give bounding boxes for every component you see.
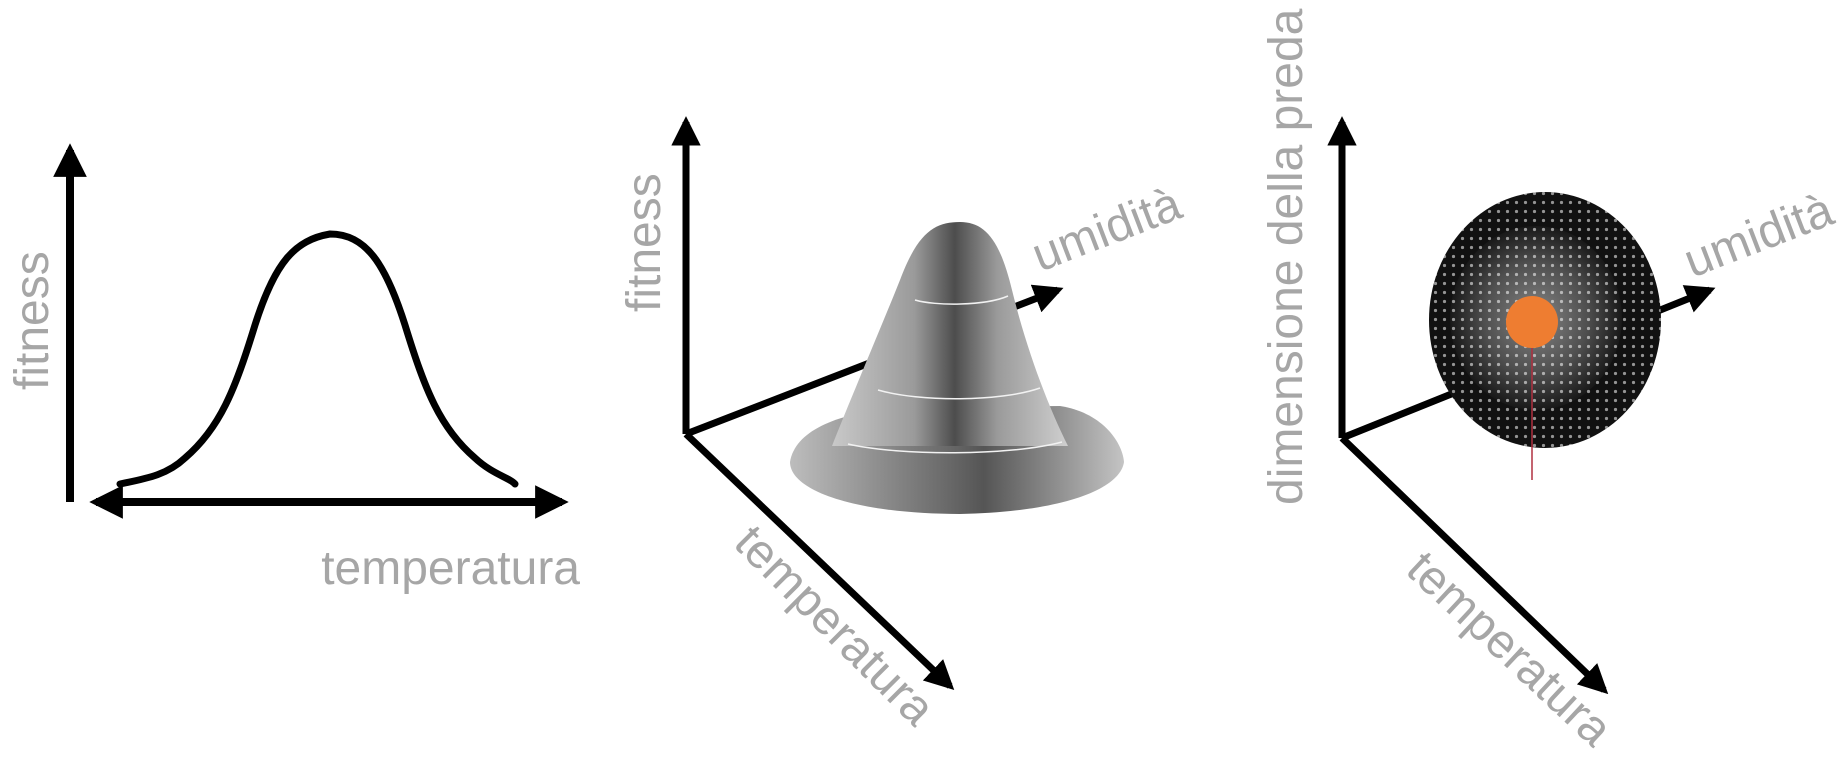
z-axis-label: umidità <box>1677 183 1838 288</box>
niche-center-point <box>1506 296 1558 348</box>
panel-3: dimensione della preda umidità temperatu… <box>1260 8 1838 756</box>
x-axis-label: temperatura <box>724 515 945 736</box>
x-axis-label: temperatura <box>321 542 580 595</box>
surface-peak <box>832 222 1068 446</box>
y-axis-label: fitness <box>6 251 59 390</box>
fitness-curve <box>120 234 515 484</box>
niche-disc <box>1429 192 1661 480</box>
z-axis-label: umidità <box>1025 177 1189 282</box>
y-axis-label: dimensione della preda <box>1260 8 1313 505</box>
x-axis <box>1342 438 1604 690</box>
y-axis-label: fitness <box>618 173 671 312</box>
x-axis-label: temperatura <box>1396 541 1622 756</box>
panel-2: fitness umidità temperatura <box>618 122 1189 736</box>
panel-1: fitness temperatura <box>6 150 580 595</box>
